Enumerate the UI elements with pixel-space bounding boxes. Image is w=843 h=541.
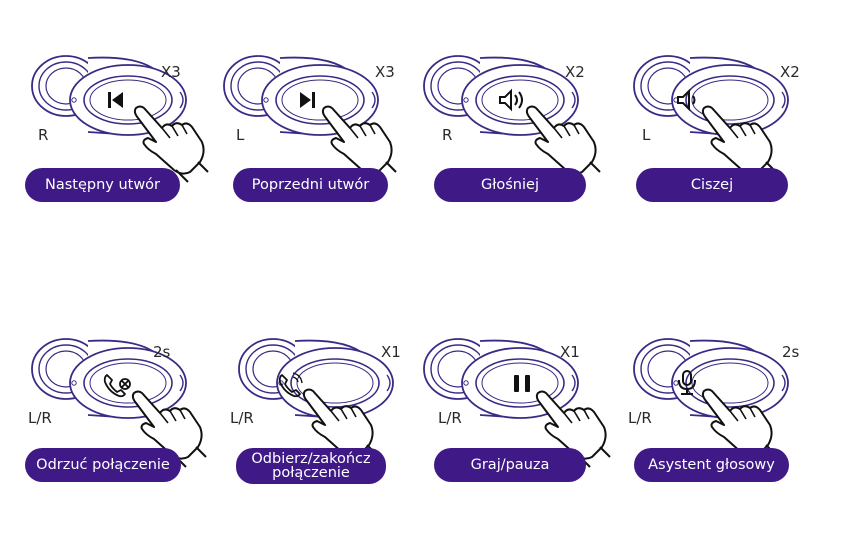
gesture-volume-down: X2 L	[630, 50, 830, 250]
tap-count: X1	[560, 343, 580, 361]
earbud-side: R	[38, 126, 48, 144]
gesture-next-track: X3 R	[28, 50, 228, 250]
tap-count: X3	[375, 63, 395, 81]
tap-count: X3	[161, 63, 181, 81]
gesture-previous-track: X3 L	[220, 50, 420, 250]
gesture-label: Odrzuć połączenie	[25, 448, 181, 482]
tap-count: X1	[381, 343, 401, 361]
gesture-play-pause: X1 L/R	[420, 333, 620, 533]
gesture-voice-assistant: 2s L/R	[630, 333, 830, 533]
earbud-side: L/R	[438, 409, 462, 427]
gesture-label: Ciszej	[636, 168, 788, 202]
hold-duration: 2s	[153, 343, 170, 361]
earbud-illustration	[220, 50, 395, 155]
gesture-label: Graj/pauza	[434, 448, 586, 482]
earbud-illustration	[630, 50, 805, 155]
gesture-label: Odbierz/zakończ połączenie	[236, 448, 386, 484]
gesture-answer-call: X1 L/R	[235, 333, 435, 533]
tap-count: X2	[780, 63, 800, 81]
gesture-label: Głośniej	[434, 168, 586, 202]
earbud-side: L	[642, 126, 650, 144]
earbud-side: L	[236, 126, 244, 144]
gesture-label: Poprzedni utwór	[233, 168, 388, 202]
gesture-volume-up: X2 R	[420, 50, 620, 250]
earbud-side: L/R	[28, 409, 52, 427]
earbud-side: L/R	[628, 409, 652, 427]
tap-count: X2	[565, 63, 585, 81]
gesture-label: Asystent głosowy	[634, 448, 789, 482]
earbud-illustration	[630, 333, 805, 438]
earbud-side: R	[442, 126, 452, 144]
gesture-label: Następny utwór	[25, 168, 180, 202]
hold-duration: 2s	[782, 343, 799, 361]
earbud-illustration	[28, 333, 203, 438]
earbud-side: L/R	[230, 409, 254, 427]
gesture-reject-call: 2s L/R	[28, 333, 228, 533]
